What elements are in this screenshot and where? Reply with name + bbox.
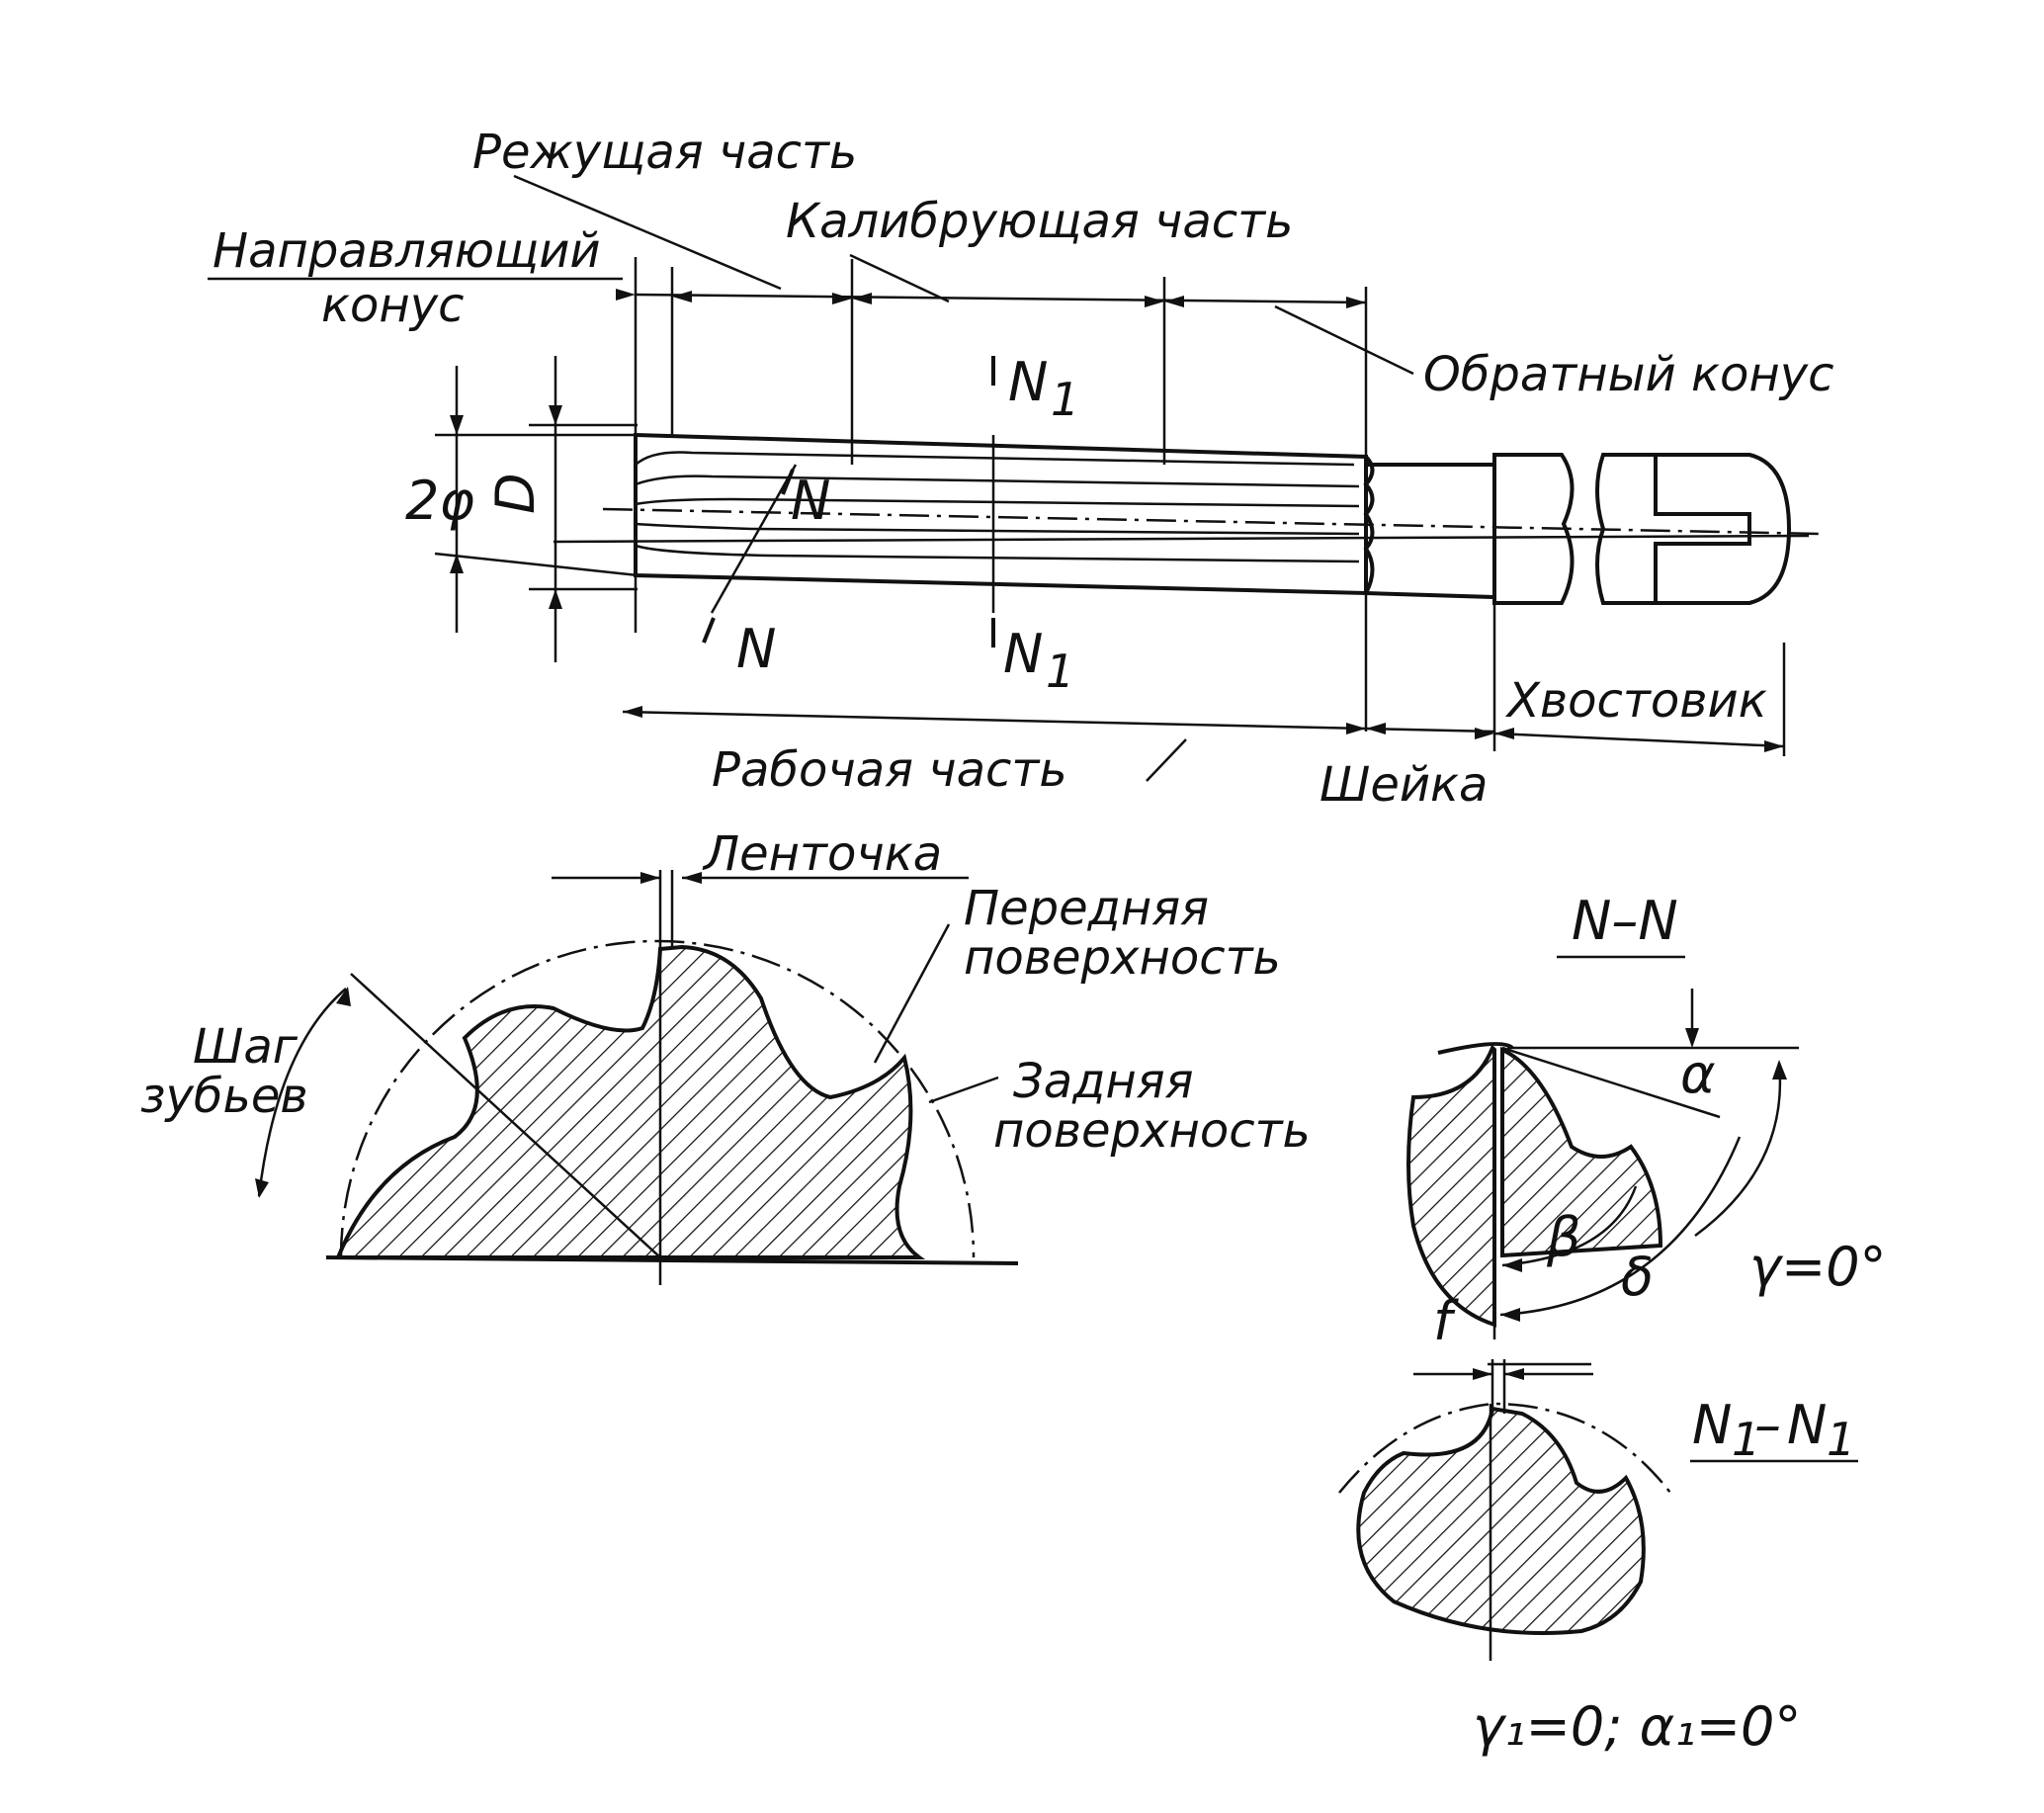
n1n1-title-n2: N [1787,1394,1827,1456]
back-surface-label-2: поверхность [993,1103,1311,1159]
section-n1-bottom-label: N [1003,623,1043,685]
guide-cone-label-1: Направляющий [213,223,601,279]
cutting-part-leader [513,174,782,291]
nn-alpha-label: α [1680,1043,1716,1105]
outer-circle-arc [339,939,976,1258]
working-part-label: Рабочая часть [712,742,1067,798]
pitch-diagonal [350,973,661,1258]
axis-centerline [602,507,1820,536]
reamer-side-view: Режущая часть Калибрующая часть Направля… [208,125,1834,813]
n1-hatched-profile [1356,1406,1646,1635]
section-n-mid-label: N [791,470,830,532]
guide-cone-label-2: конус [321,278,465,333]
tooth-pitch-label-1: Шаг [193,1019,298,1075]
cutting-part-label: Режущая часть [472,125,857,180]
back-taper-leader [1274,304,1414,376]
diameter-d-label: D [484,473,547,514]
calibrating-part-label: Калибрующая часть [786,194,1293,249]
section-n1-bottom-sub: 1 [1046,645,1074,698]
section-n1-n1: N 1 – N 1 γ₁=0; α₁=0° [1338,1359,1858,1758]
n1n1-title-dash: – [1754,1394,1781,1456]
section-n1-top-sub: 1 [1051,373,1079,426]
back-surface-label-1: Задняя [1013,1054,1194,1109]
section-n-n: N–N α β δ γ=0° f [1406,890,1887,1366]
shank-tang [1595,453,1792,605]
n1-outer-arc [1338,1402,1671,1494]
shank-part1 [1492,453,1575,605]
top-dimension-line [635,293,1367,304]
front-surface-label-2: поверхность [964,930,1281,986]
n1n1-title-sub1: 1 [1732,1413,1760,1466]
section-nn-title: N–N [1572,890,1678,952]
n1n1-title-n: N [1692,1394,1732,1456]
nn-beta-label: β [1546,1206,1580,1268]
land-label: Ленточка [702,826,942,882]
tooth-pitch-label-2: зубьев [140,1069,308,1124]
back-surface-leader [928,1076,999,1104]
nn-hatched-profile [1406,1044,1663,1328]
calibrating-part-leader [849,253,950,303]
front-surface-leader [873,923,951,1064]
neck-outline [1365,463,1496,600]
angle-2phi-label: 2φ [405,470,474,532]
nn-gamma-label: γ=0° [1749,1236,1887,1298]
back-taper-label: Обратный конус [1423,347,1834,402]
reamer-cross-section: Ленточка Передняя поверхность Задняя пов… [140,826,1311,1285]
front-surface-label-1: Передняя [964,881,1209,936]
n1n1-title-sub2: 1 [1827,1413,1855,1466]
neck-label: Шейка [1320,757,1488,813]
alpha-line [1501,1046,1721,1119]
section-n-bottom-label: N [736,618,776,680]
nn-delta-label: δ [1621,1246,1654,1308]
n1n1-angles-label: γ₁=0; α₁=0° [1473,1695,1801,1758]
section-n1-top-label: N [1008,351,1048,413]
shank-label: Хвостовик [1504,673,1767,729]
